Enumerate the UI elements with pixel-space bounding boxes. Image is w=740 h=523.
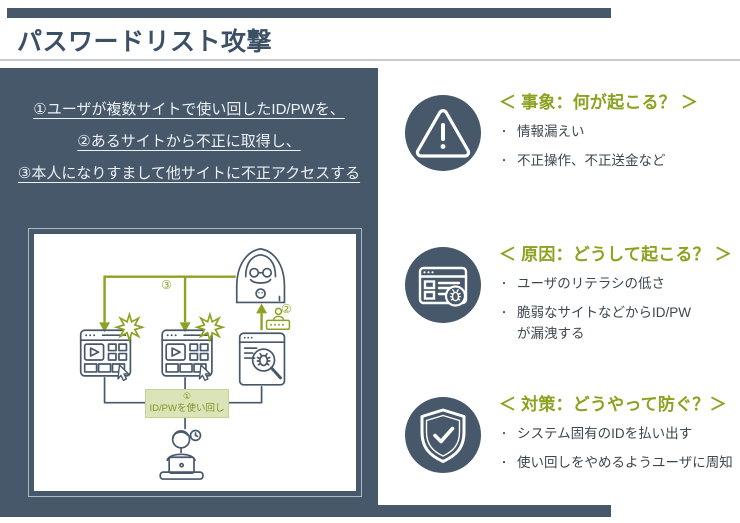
bullet-dot: ・	[499, 429, 509, 440]
bullet-dot: ・	[499, 307, 509, 319]
title-divider	[0, 59, 740, 61]
compromised-site-icon	[238, 332, 286, 386]
attack-steps: ①ユーザが複数サイトで使い回したID/PWを、 ②あるサイトから不正に取得し、 …	[0, 68, 378, 190]
reuse-text-label: ID/PWを使い回し	[149, 403, 225, 414]
section-incident: ＜ 事象：何が起こる？ ＞ ・ 情報漏えい ・ 不正操作、不正送金など	[405, 88, 737, 180]
list-item: ・ 情報漏えい	[499, 122, 737, 143]
bullet-dot: ・	[499, 127, 509, 138]
attack-diagram-graphic	[79, 248, 291, 480]
diagram-step3-label: ③	[161, 278, 172, 292]
section-cause: ＜ 原因：どうして起こる？ ＞ ・ ユーザのリテラシの低さ ・ 脆弱なサイトなど…	[405, 240, 737, 353]
attack-arrows	[103, 275, 263, 331]
burst-icon	[113, 311, 146, 344]
credentials-icon	[265, 307, 291, 331]
browser-site-icon	[161, 329, 213, 382]
bullet-text: 不正操作、不正送金など	[517, 152, 666, 168]
bullet-dot: ・	[499, 457, 509, 469]
id-pw-reuse-box: ① ID/PWを使い回し	[145, 389, 229, 418]
attack-step-1: ①ユーザが複数サイトで使い回したID/PWを、	[33, 101, 345, 118]
list-item: ・ 不正操作、不正送金など	[499, 151, 737, 172]
attack-step-3: ③本人になりすまして他サイトに不正アクセスする	[17, 165, 361, 182]
hacker-icon	[235, 248, 286, 304]
bottom-accent-bar	[0, 505, 611, 517]
diagram-step2-label: ②	[281, 302, 292, 316]
user-at-laptop-icon	[159, 429, 204, 480]
list-item: ・ 使い回しをやめるようユーザに周知	[499, 453, 737, 474]
bullet-dot: ・	[499, 155, 509, 167]
burst-icon	[196, 313, 224, 342]
page-title: パスワードリスト攻撃	[17, 28, 273, 56]
list-item: ・ システム固有のIDを払い出す	[499, 424, 737, 445]
bullet-text: ユーザのリテラシの低さ	[517, 276, 665, 291]
arrowheads	[99, 303, 268, 333]
attack-step-2: ②あるサイトから不正に取得し、	[77, 133, 301, 150]
bullet-dot: ・	[499, 279, 509, 290]
attack-diagram: ③ ② ① ID/PWを使い回し	[33, 233, 357, 492]
shield-check-icon	[405, 397, 481, 473]
browser-bug-icon	[405, 247, 481, 323]
attack-diagram-frame: ③ ② ① ID/PWを使い回し	[28, 228, 362, 497]
bullet-text: システム固有のIDを払い出す	[517, 426, 693, 441]
bullet-text: 使い回しをやめるようユーザに周知	[517, 454, 733, 470]
reuse-number-label: ①	[182, 392, 192, 402]
list-item: ・ 脆弱なサイトなどからID/PWが漏洩する	[499, 303, 737, 345]
warning-triangle-icon	[405, 95, 481, 171]
list-item: ・ ユーザのリテラシの低さ	[499, 274, 737, 295]
bullet-text: 情報漏えい	[517, 124, 585, 139]
bullet-text: 脆弱なサイトなどからID/PWが漏洩する	[517, 304, 691, 341]
section-countermeasure-heading: ＜ 対策：どうやって防ぐ？＞	[499, 395, 727, 414]
top-accent-bar	[7, 8, 611, 18]
section-cause-heading: ＜ 原因：どうして起こる？ ＞	[499, 245, 732, 264]
browser-site-icon	[79, 329, 132, 382]
section-countermeasure: ＜ 対策：どうやって防ぐ？＞ ・ システム固有のIDを払い出す ・ 使い回しをや…	[405, 390, 737, 482]
section-incident-heading: ＜ 事象：何が起こる？ ＞	[499, 93, 699, 112]
